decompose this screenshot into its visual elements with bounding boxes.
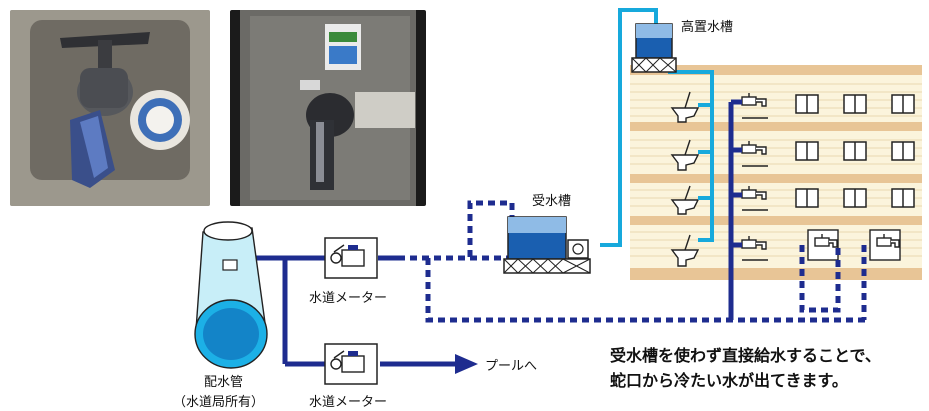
toilet-icon <box>670 91 700 123</box>
arrow-icon <box>455 354 478 374</box>
water-meter-label-2: 水道メーター <box>309 395 388 410</box>
wall-faucet-photo <box>230 10 426 206</box>
fixtures <box>670 91 901 267</box>
toilet-icon <box>670 234 700 267</box>
water-meter-1 <box>324 237 378 279</box>
outdoor-faucet-photo <box>10 10 210 206</box>
faucet-icon <box>814 234 838 248</box>
main-pipe-label: 配水管 <box>204 375 244 390</box>
toilet-icon <box>670 139 700 171</box>
receiving-tank-label: 受水槽 <box>532 194 572 209</box>
toilet-icon <box>670 185 700 215</box>
faucet-icon <box>741 186 768 211</box>
water-meter-label-1: 水道メーター <box>309 291 388 306</box>
receiving-tank <box>503 216 591 274</box>
windows <box>795 94 915 208</box>
elevated-tank-label: 高置水槽 <box>681 20 734 35</box>
note-line-2: 蛇口から冷たい水が出てきます。 <box>610 371 848 390</box>
distribution-main-pipe <box>194 221 268 369</box>
main-pipe-owner-label: （水道局所有） <box>173 395 265 410</box>
pool-label: プールへ <box>485 359 538 374</box>
explanation-note: 受水槽を使わず直接給水することで、 蛇口から冷たい水が出てきます。 <box>610 343 881 393</box>
water-meter-2 <box>324 343 378 385</box>
elevated-tank <box>631 23 677 73</box>
faucet-icon <box>876 234 900 248</box>
note-line-1: 受水槽を使わず直接給水することで、 <box>610 346 881 365</box>
